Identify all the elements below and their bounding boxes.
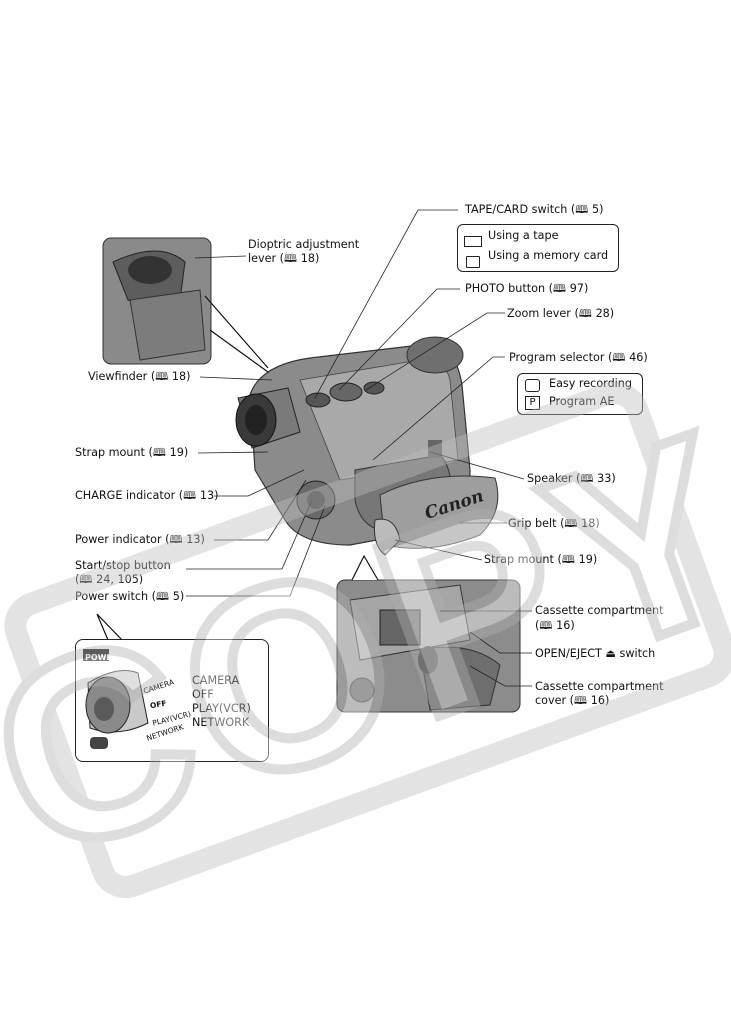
easy-recording-text: Easy recording [549, 377, 632, 390]
cassette-icon [464, 236, 482, 247]
camcorder-body [235, 336, 499, 556]
power-position-off: OFF [192, 688, 214, 701]
power-position-play: PLAY(VCR) [192, 702, 251, 715]
memory-card-icon [466, 255, 480, 268]
tape-card-legend: Using a tape Using a memory card [457, 224, 619, 272]
using-tape-text: Using a tape [488, 229, 559, 242]
viewfinder-label: Viewfinder (🕮 18) [88, 370, 191, 383]
dioptric-label-line2: lever (🕮 18) [248, 252, 320, 265]
power-position-network: NETWORK [192, 716, 250, 729]
dioptric-label-line1: Dioptric adjustment [248, 238, 360, 251]
start-stop-label-line2: (🕮 24, 105) [75, 573, 144, 586]
program-ae-text: Program AE [549, 395, 615, 408]
power-indicator-label: Power indicator (🕮 13) [75, 533, 205, 546]
zoom-lever-label: Zoom lever (🕮 28) [507, 307, 615, 320]
cassette-cover-label-line2: cover (🕮 16) [535, 694, 610, 707]
tape-card-switch-label: TAPE/CARD switch (🕮 5) [465, 203, 604, 216]
speaker-label: Speaker (🕮 33) [527, 472, 616, 485]
start-stop-label-line1: Start/stop button [75, 559, 171, 572]
power-position-camera: CAMERA [192, 674, 240, 687]
power-dial-illustration [83, 649, 149, 749]
dial-mark-off: OFF [149, 698, 168, 711]
program-selector-legend: Easy recording P Program AE [517, 373, 643, 415]
grip-belt-label: Grip belt (🕮 18) [508, 517, 600, 530]
leader-lines [186, 209, 532, 687]
cassette-compartment-label-line1: Cassette compartment [535, 604, 664, 617]
easy-recording-icon [525, 379, 540, 392]
charge-indicator-label: CHARGE indicator (🕮 13) [75, 489, 219, 502]
viewfinder-inset [102, 237, 212, 365]
using-card-text: Using a memory card [488, 249, 609, 262]
program-ae-icon: P [525, 396, 540, 410]
cassette-compartment-label-line2: (🕮 16) [535, 619, 575, 632]
power-dial-title: POWER [85, 653, 119, 662]
cassette-cover-label-line1: Cassette compartment [535, 680, 664, 693]
program-selector-label: Program selector (🕮 46) [509, 351, 648, 364]
strap-mount-right-label: Strap mount (🕮 19) [484, 553, 598, 566]
power-switch-label: Power switch (🕮 5) [75, 590, 185, 603]
strap-mount-left-label: Strap mount (🕮 19) [75, 446, 189, 459]
cassette-compartment-inset [336, 579, 521, 713]
open-eject-label: OPEN/EJECT ⏏ switch [535, 647, 656, 660]
power-switch-inset: POWER CAMERA OFF PLAY(VCR) NETWORK CAMER… [75, 639, 269, 762]
photo-button-label: PHOTO button (🕮 97) [465, 282, 589, 295]
